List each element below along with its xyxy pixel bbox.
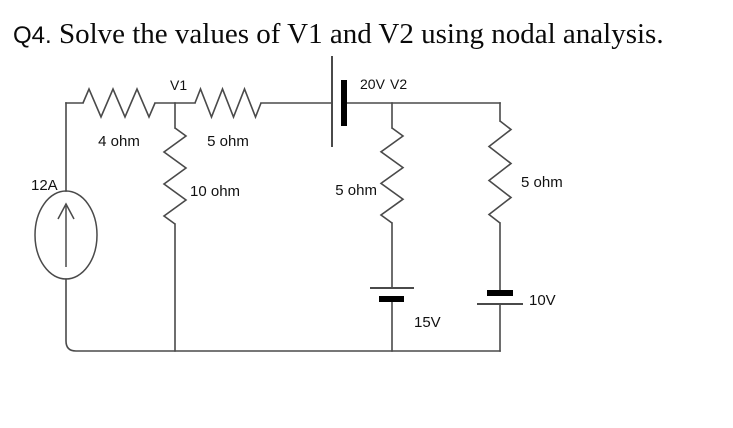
label-node-v1: V1 [170, 77, 187, 93]
question-number: Q4. [13, 22, 52, 49]
label-resistor-4ohm: 4 ohm [98, 133, 140, 150]
question-title: Q4. Solve the values of V1 and V2 using … [13, 18, 664, 51]
label-current-12a: 12A [31, 177, 58, 194]
wire-group [65, 102, 501, 352]
resistor-5ohm-right [487, 120, 513, 224]
label-resistor-5ohm-top: 5 ohm [207, 133, 249, 150]
battery-10v-thick-plate [487, 290, 513, 296]
current-source-arrow-head [57, 202, 75, 220]
label-resistor-5ohm-right: 5 ohm [521, 174, 563, 191]
label-battery-15v: 15V [414, 314, 441, 331]
resistor-5ohm-middle [379, 127, 405, 224]
battery-15v-thick-plate [379, 296, 404, 302]
battery-10v [477, 290, 523, 305]
current-source-12a [34, 190, 98, 280]
question-text: Solve the values of V1 and V2 using noda… [51, 18, 664, 50]
label-group: 12A V1 20V V2 4 ohm 5 ohm 10 ohm 5 ohm 5… [31, 76, 563, 331]
battery-15v [370, 287, 414, 302]
wire-bottom [65, 278, 501, 352]
resistor-group [82, 86, 513, 225]
label-resistor-5ohm-middle: 5 ohm [335, 182, 377, 199]
label-node-v2: V2 [390, 76, 407, 92]
battery-20v-thick-plate [341, 80, 347, 126]
resistor-10ohm [162, 127, 188, 225]
battery-20v [331, 56, 347, 147]
current-source-circle [34, 190, 98, 280]
resistor-4ohm [82, 86, 156, 120]
label-resistor-10ohm: 10 ohm [190, 183, 240, 200]
label-battery-20v: 20V [360, 76, 386, 92]
label-battery-10v: 10V [529, 292, 556, 309]
resistor-5ohm-top [194, 86, 262, 120]
